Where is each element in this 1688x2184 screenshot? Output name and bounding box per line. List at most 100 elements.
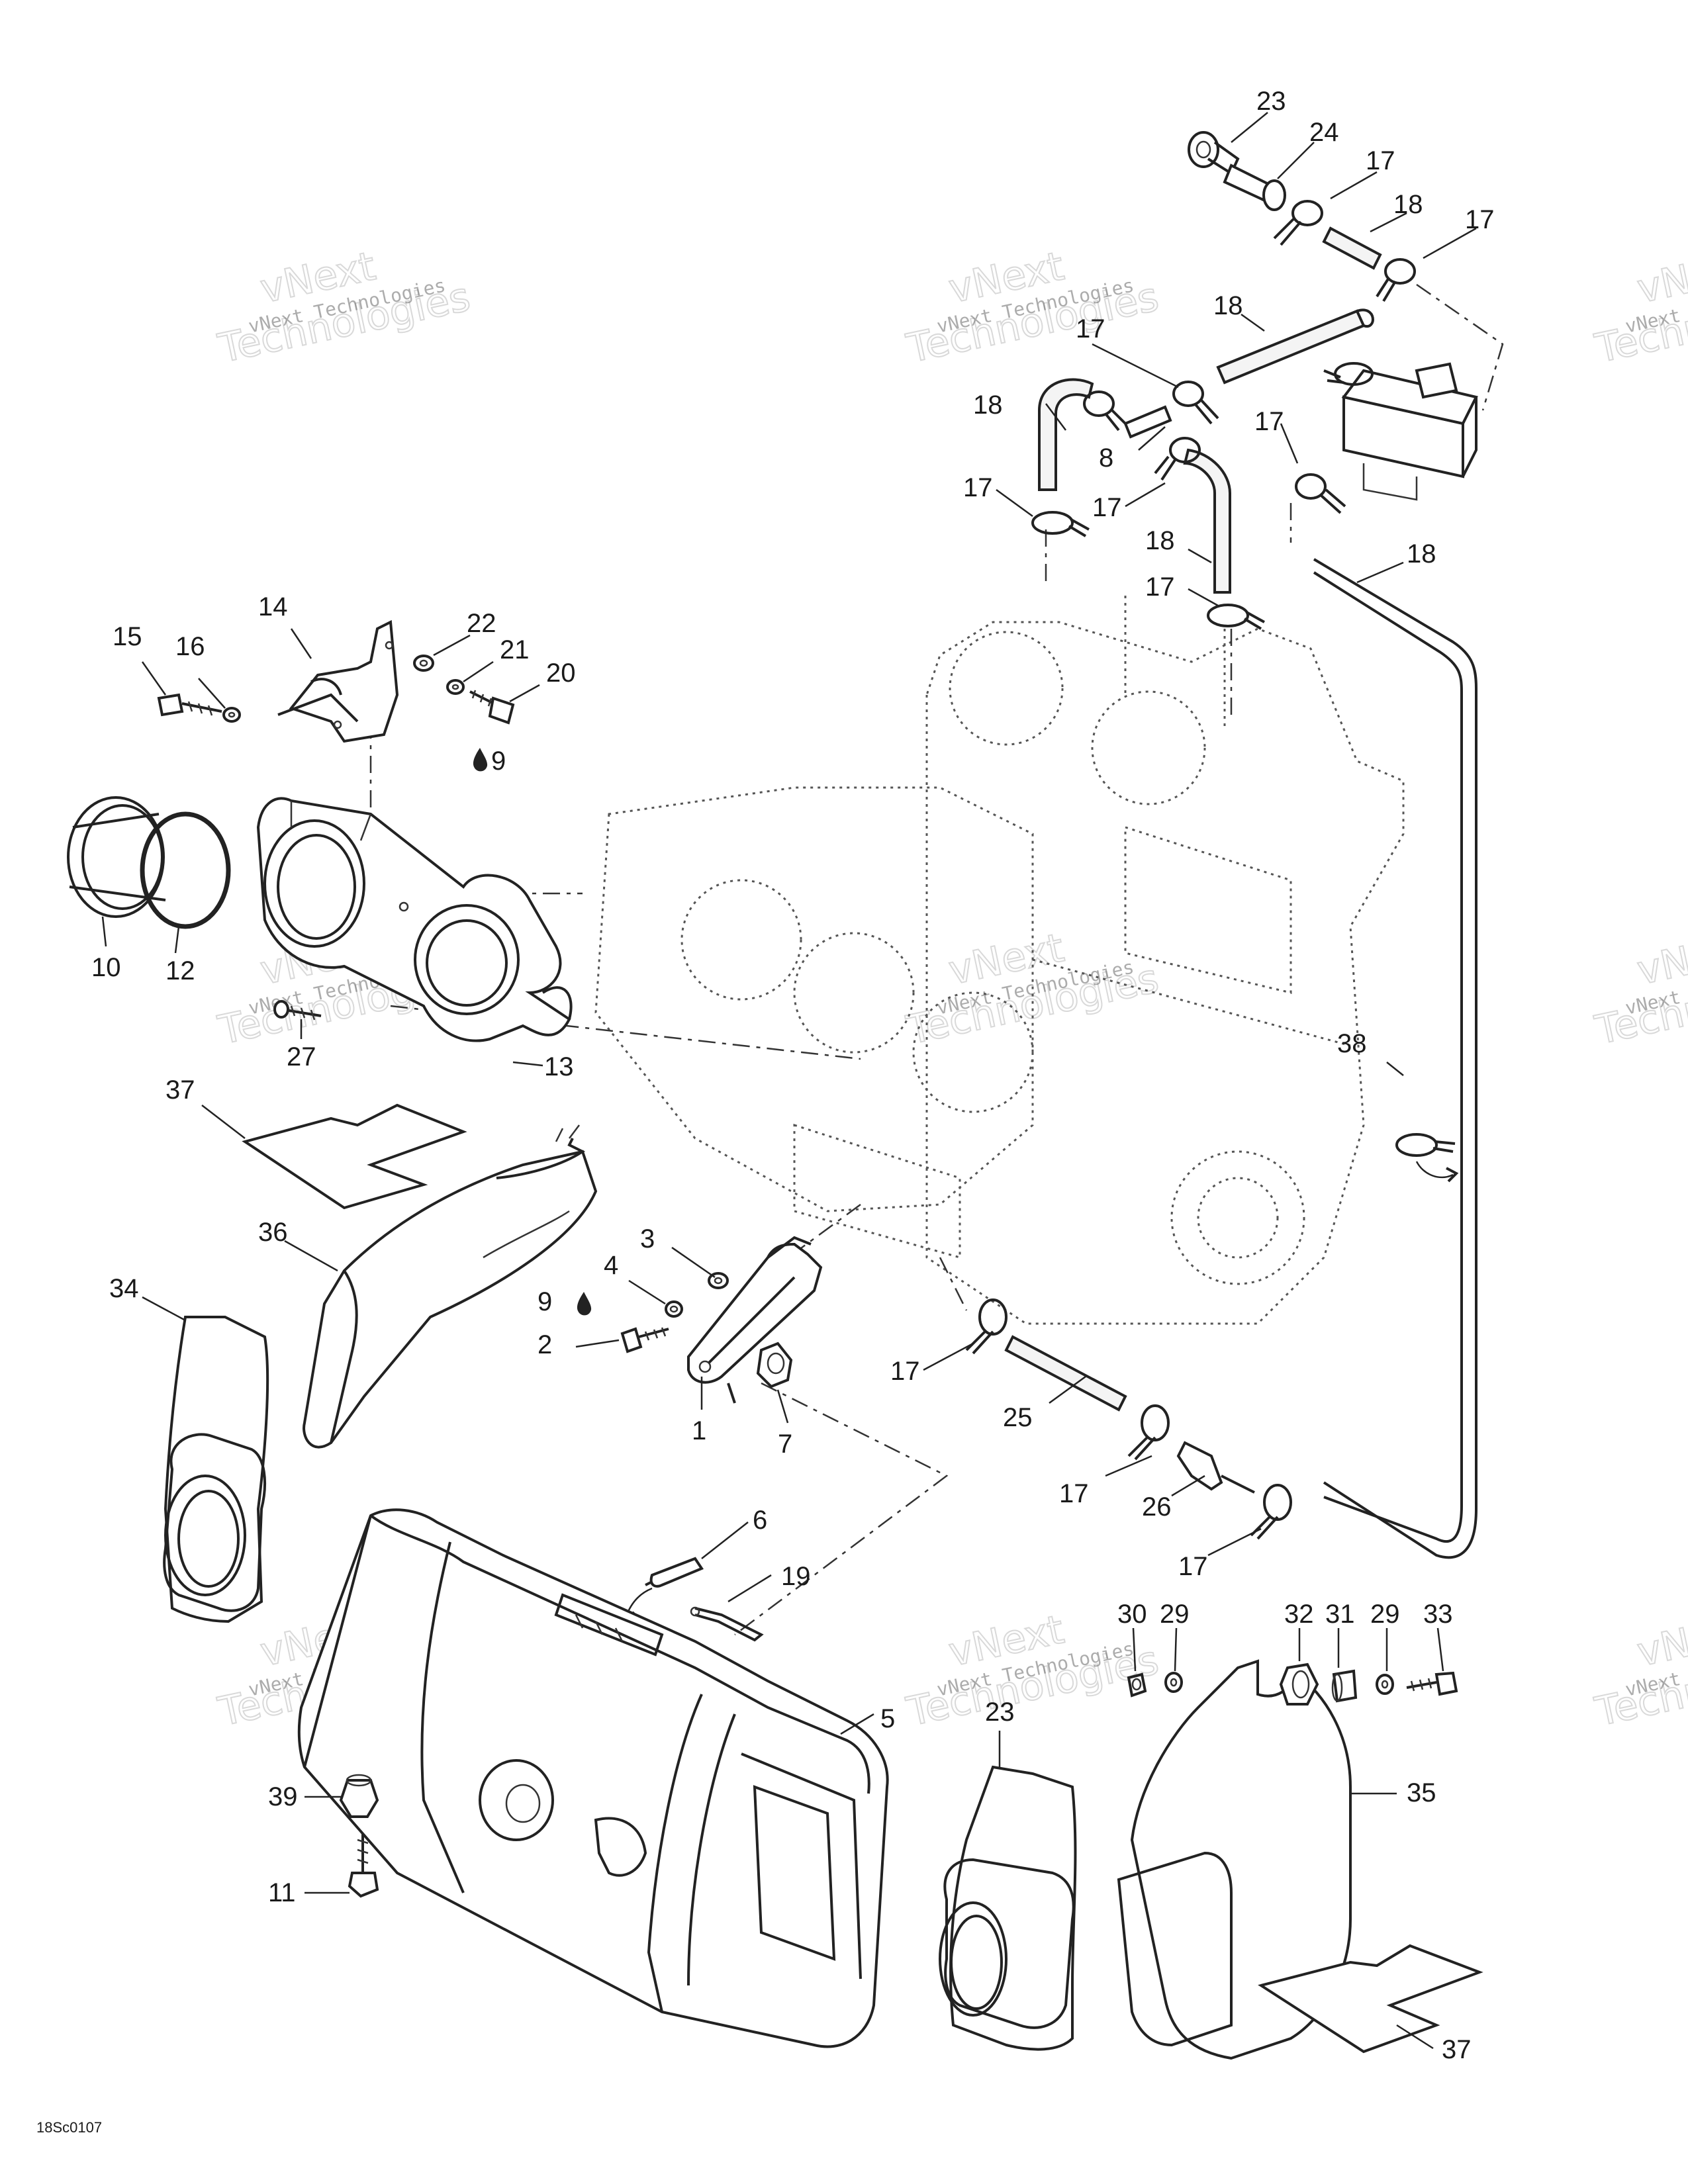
lubricant-drop-icon [577, 1292, 592, 1316]
mounting-bracket [277, 619, 399, 743]
callout-18: 18 [1145, 526, 1175, 555]
callout-1: 1 [692, 1416, 706, 1445]
callout-17: 17 [1059, 1479, 1089, 1508]
hose-clamp [1273, 200, 1323, 246]
callout-18: 18 [973, 390, 1003, 420]
callout-17: 17 [1254, 407, 1284, 436]
spacer-sleeve [1331, 1669, 1358, 1703]
lower-hose-assembly [965, 1298, 1292, 1540]
hose-clamp [1376, 258, 1416, 302]
callout-17: 17 [890, 1357, 920, 1386]
elbow-fitting [1223, 163, 1286, 211]
watermark: vNext Technologies vNext Technologies [902, 924, 1164, 1054]
hose-segment [1322, 226, 1382, 270]
hose-clamp [1083, 390, 1127, 432]
bolt [1406, 1671, 1458, 1696]
callout-11: 11 [268, 1878, 296, 1907]
long-vent-hose [1313, 558, 1477, 1559]
callout-30: 30 [1117, 1600, 1147, 1629]
callout-6: 6 [753, 1506, 767, 1535]
callout-37: 37 [165, 1075, 195, 1105]
callout-27: 27 [287, 1042, 316, 1071]
drawing-reference-code: 18Sc0107 [36, 2119, 102, 2136]
hose-clamp [1395, 1133, 1459, 1183]
callout-13: 13 [544, 1052, 574, 1081]
hose-segment [1216, 309, 1366, 385]
watermark: vNext Technologies vNext Technologies [902, 242, 1164, 373]
throttle-adapter-plate [256, 797, 573, 1042]
hose-segment [1004, 1335, 1127, 1412]
callout-20: 20 [546, 659, 576, 688]
retaining-clip [645, 1557, 704, 1588]
hose-clamp [1323, 362, 1374, 386]
watermark: vNext Technologies vNext Technologies [214, 242, 475, 373]
callout-17: 17 [1092, 493, 1122, 522]
callout-34: 34 [109, 1274, 139, 1303]
callout-7: 7 [778, 1430, 792, 1459]
gasket-plate [1258, 1944, 1483, 2054]
washer [1164, 1672, 1183, 1693]
hose-segment [1038, 378, 1094, 491]
solenoid-valve [1341, 362, 1478, 501]
callout-38: 38 [1337, 1029, 1367, 1058]
callout-17: 17 [1076, 314, 1105, 343]
bolt [348, 1833, 379, 1898]
svg-text:vNext: vNext [1633, 1606, 1688, 1676]
watermark: vNext Technologies vNext Technologies [1591, 924, 1688, 1054]
callout-5: 5 [880, 1704, 895, 1733]
cotter-pin [690, 1606, 764, 1642]
callout-labels: 23 24 17 18 17 18 17 18 8 17 17 17 18 17… [91, 87, 1495, 2064]
intake-boot [939, 1765, 1077, 2051]
callout-39: 39 [268, 1782, 298, 1811]
hose-clamp [1172, 381, 1219, 425]
callout-21: 21 [500, 635, 530, 664]
callout-2: 2 [538, 1330, 552, 1359]
callout-18: 18 [1213, 291, 1243, 320]
air-duct-scoop [303, 1124, 598, 1449]
callout-17: 17 [1145, 572, 1175, 602]
callout-18: 18 [1407, 539, 1436, 569]
long-vent-hose-inner [1313, 571, 1463, 1543]
washer [665, 1300, 683, 1318]
leader-lines [101, 112, 1477, 2050]
callout-10: 10 [91, 953, 121, 982]
engine-phantom-outline [594, 596, 1405, 1325]
cap-fitting [1188, 131, 1240, 175]
callout-12: 12 [165, 956, 195, 985]
grommet [756, 1342, 793, 1388]
o-ring [140, 811, 231, 929]
watermark: vNext Technologies vNext Technologies [1591, 242, 1688, 373]
callout-14: 14 [258, 592, 288, 621]
callout-37: 37 [1442, 2035, 1472, 2064]
callout-33: 33 [1423, 1600, 1453, 1629]
nut [1127, 1672, 1147, 1698]
svg-text:vNext: vNext [1633, 925, 1688, 994]
callout-17: 17 [1465, 205, 1495, 234]
grommet [339, 1774, 379, 1818]
gasket-plate [242, 1103, 467, 1210]
callout-17: 17 [1366, 146, 1395, 175]
washer [222, 707, 241, 723]
callout-4: 4 [604, 1251, 618, 1280]
tee-connector [1123, 405, 1172, 439]
grommet [1279, 1662, 1319, 1706]
callout-24: 24 [1309, 118, 1339, 147]
callout-31: 31 [1325, 1600, 1355, 1629]
bolt [620, 1327, 669, 1353]
callout-3: 3 [640, 1224, 655, 1253]
callout-29: 29 [1370, 1600, 1400, 1629]
watermark: vNext Technologies vNext Technologies [1591, 1606, 1688, 1736]
hose-clamp [965, 1298, 1008, 1355]
hose-clamp [1154, 437, 1201, 481]
hose-clamp [1031, 511, 1090, 537]
bolt [157, 693, 222, 717]
screw [273, 1000, 322, 1021]
callout-17: 17 [1178, 1552, 1208, 1581]
callout-23: 23 [985, 1698, 1015, 1727]
hose-clamp [1207, 604, 1265, 630]
callout-32: 32 [1284, 1600, 1314, 1629]
inline-connector [1176, 1441, 1223, 1491]
washer [413, 655, 434, 672]
hose-clamp [1127, 1404, 1170, 1461]
